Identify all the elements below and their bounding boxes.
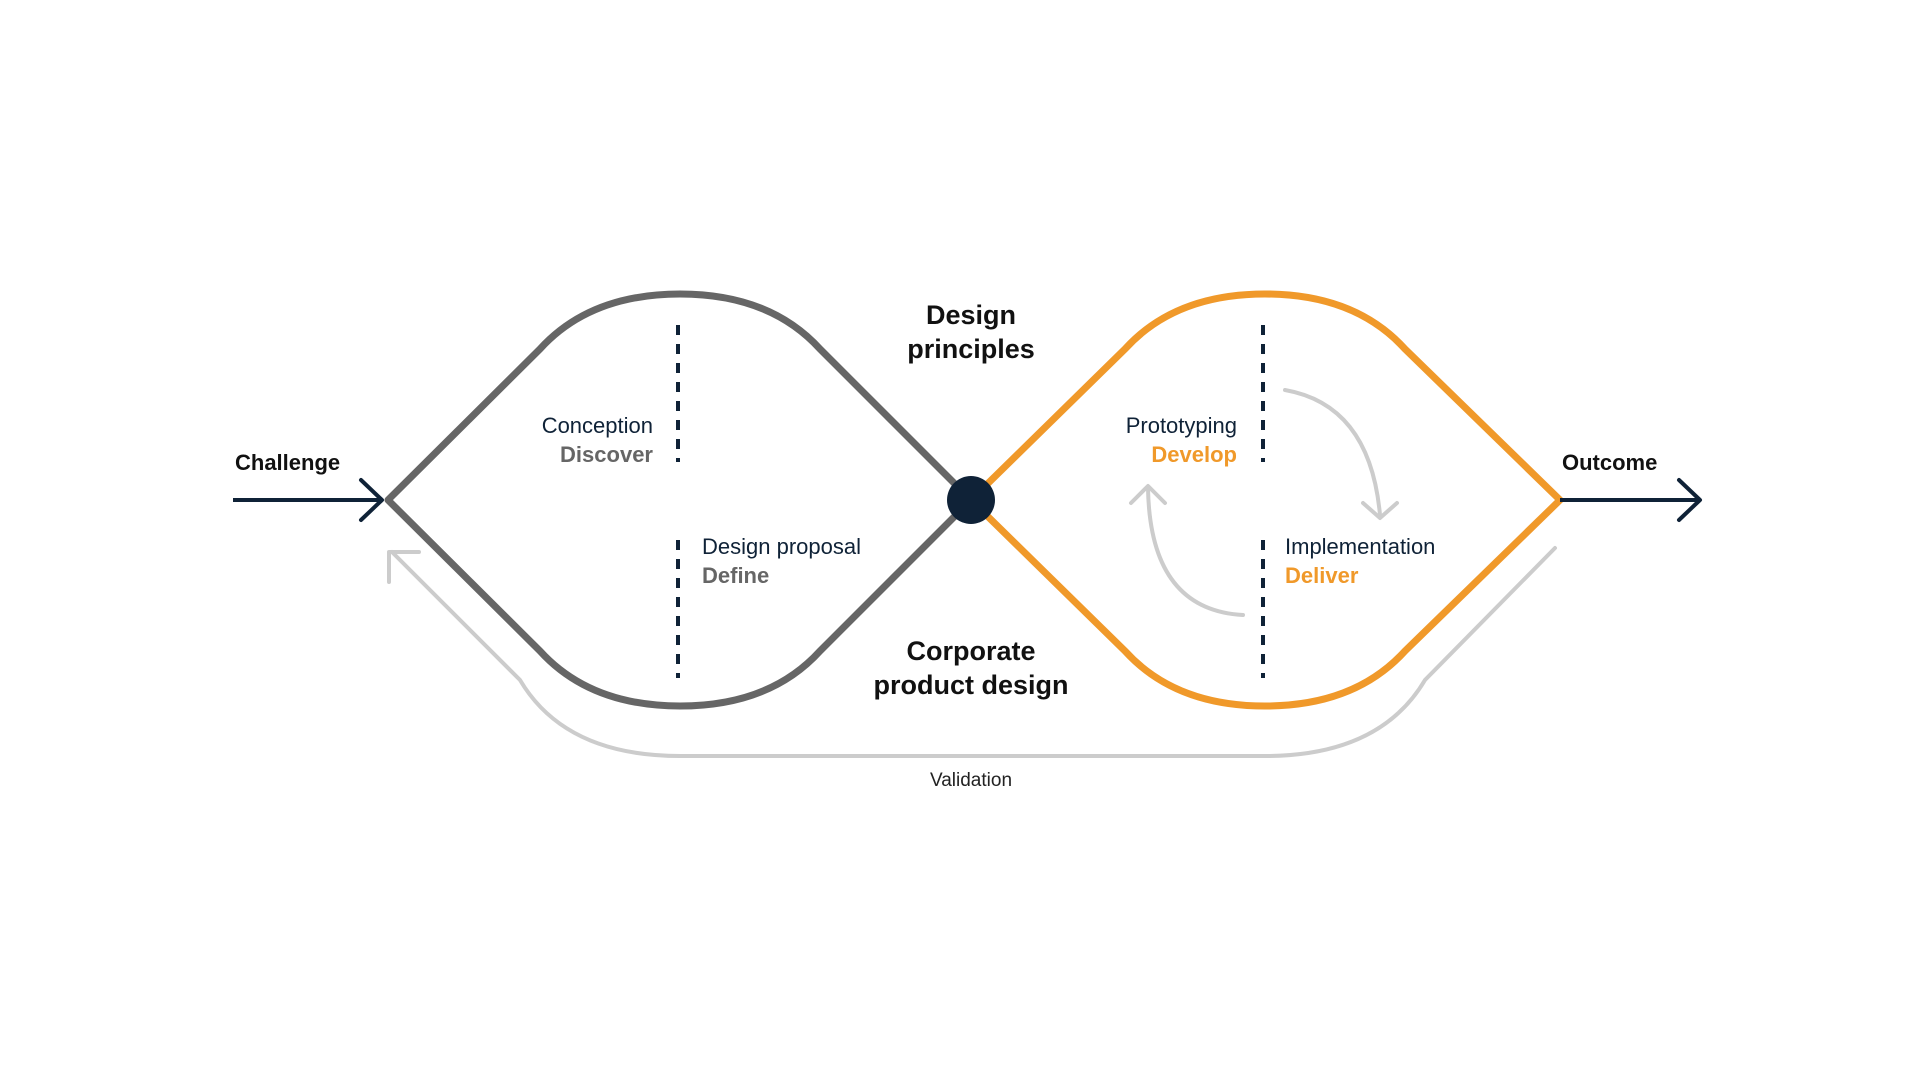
- phase-implementation-title: Implementation: [1285, 534, 1435, 559]
- phase-conception-subtitle: Discover: [560, 442, 653, 467]
- phase-design-proposal-title: Design proposal: [702, 534, 861, 559]
- outcome-label: Outcome: [1562, 450, 1657, 475]
- phase-prototyping-title: Prototyping: [1126, 413, 1237, 438]
- validation-arrow-icon: [387, 550, 421, 584]
- challenge-arrow-head-icon: [359, 478, 384, 522]
- validation-loop: [390, 546, 1557, 758]
- right-diamond-outline: [967, 290, 1564, 710]
- cycle-arrows-icon: [1129, 388, 1399, 617]
- outcome-arrow-head-icon: [1677, 478, 1702, 522]
- design-principles-heading-line2: principles: [907, 334, 1035, 364]
- challenge-label: Challenge: [235, 450, 340, 475]
- design-principles-heading-line1: Design: [926, 300, 1016, 330]
- corporate-design-heading-line2: product design: [874, 670, 1069, 700]
- phase-prototyping-subtitle: Develop: [1151, 442, 1237, 467]
- phase-design-proposal-subtitle: Define: [702, 563, 769, 588]
- phase-implementation-subtitle: Deliver: [1285, 563, 1359, 588]
- validation-label: Validation: [930, 770, 1012, 791]
- corporate-design-heading-line1: Corporate: [906, 636, 1035, 666]
- center-node-icon: [947, 476, 995, 524]
- phase-conception-title: Conception: [542, 413, 653, 438]
